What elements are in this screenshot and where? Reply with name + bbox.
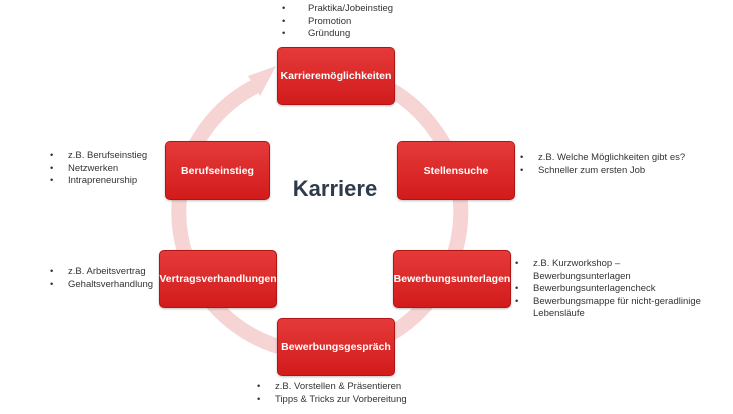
- note-item: z.B. Berufseinstieg: [50, 150, 147, 163]
- note-item: Gehaltsverhandlung: [50, 279, 153, 292]
- notes-karrieremoeglichkeiten: Praktika/Jobeinstieg Promotion Gründung: [282, 3, 393, 41]
- stage-vertragsverhandlungen: Vertragsverhandlungen: [159, 250, 277, 308]
- note-item: z.B. Arbeitsvertrag: [50, 266, 153, 279]
- stage-karrieremoeglichkeiten: Karrieremöglichkeiten: [277, 47, 395, 105]
- note-item: Bewerbungsmappe für nicht-geradlinige Le…: [515, 296, 703, 321]
- notes-berufseinstieg: z.B. Berufseinstieg Netzwerken Intrapren…: [50, 150, 147, 188]
- note-item: z.B. Vorstellen & Präsentieren: [257, 381, 407, 394]
- note-item: Netzwerken: [50, 163, 147, 176]
- stage-berufseinstieg: Berufseinstieg: [165, 141, 270, 200]
- note-item: Praktika/Jobeinstieg: [282, 3, 393, 16]
- notes-bewerbungsunterlagen: z.B. Kurzworkshop – Bewerbungsunterlagen…: [515, 258, 703, 321]
- notes-bewerbungsgespraech: z.B. Vorstellen & Präsentieren Tipps & T…: [257, 381, 407, 406]
- note-item: Tipps & Tricks zur Vorbereitung: [257, 394, 407, 407]
- cycle-arc: [171, 63, 469, 361]
- cycle-arrowhead-icon: [248, 66, 276, 96]
- note-item: Bewerbungsunterlagencheck: [515, 283, 703, 296]
- notes-stellensuche: z.B. Welche Möglichkeiten gibt es? Schne…: [520, 152, 728, 177]
- note-item: z.B. Welche Möglichkeiten gibt es?: [520, 152, 728, 165]
- notes-vertragsverhandlungen: z.B. Arbeitsvertrag Gehaltsverhandlung: [50, 266, 153, 291]
- stage-bewerbungsunterlagen: Bewerbungsunterlagen: [393, 250, 511, 308]
- note-item: Schneller zum ersten Job: [520, 165, 728, 178]
- note-item: Intrapreneurship: [50, 175, 147, 188]
- note-item: Gründung: [282, 28, 393, 41]
- note-item: z.B. Kurzworkshop – Bewerbungsunterlagen: [515, 258, 693, 283]
- stage-bewerbungsgespraech: Bewerbungsgespräch: [277, 318, 395, 376]
- diagram-title: Karriere: [292, 176, 378, 201]
- note-item: Promotion: [282, 16, 393, 29]
- stage-stellensuche: Stellensuche: [397, 141, 515, 200]
